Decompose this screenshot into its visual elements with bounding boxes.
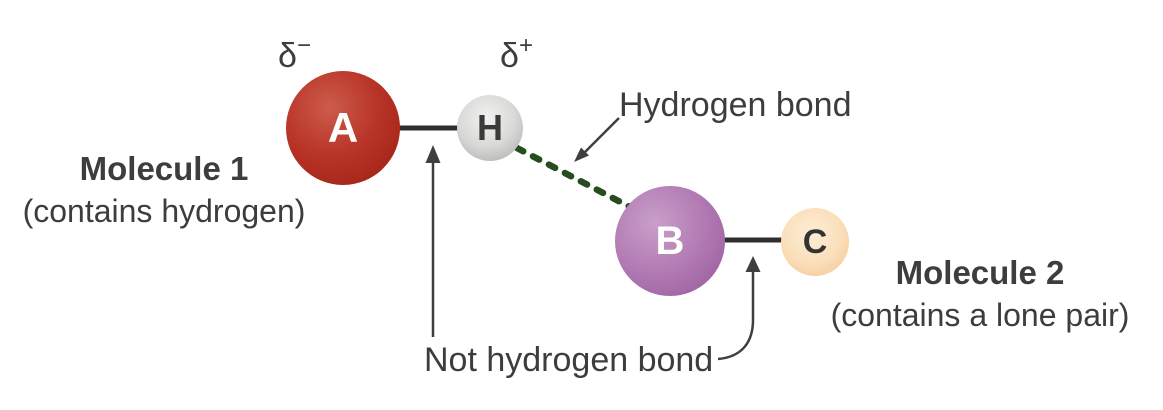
minus-superscript: − [296,32,311,59]
atom-a-circle: A [286,71,400,185]
hydrogen-bond-label: Hydrogen bond [619,86,852,124]
delta-plus-symbol: δ+ [500,32,533,76]
plus-superscript: + [518,32,533,59]
molecule1-caption: Molecule 1 (contains hydrogen) [8,148,320,232]
atom-c-circle: C [781,208,849,276]
molecule2-subtitle: (contains a lone pair) [830,297,1130,333]
a-h-bond-pointer-arrow [425,145,441,337]
delta-minus-symbol: δ− [278,32,311,76]
b-c-bond-pointer-arrow [717,256,761,361]
molecule2-caption: Molecule 2 (contains a lone pair) [820,252,1140,336]
hydrogen-bond-dashed-line [513,144,636,212]
hydrogen-bond-pointer-arrow [574,117,620,162]
atom-h-circle: H [457,95,523,161]
atom-b-label: B [655,218,685,263]
delta-glyph: δ [278,37,297,75]
not-hydrogen-bond-label: Not hydrogen bond [424,341,714,379]
molecule1-subtitle: (contains hydrogen) [22,193,306,229]
molecule2-title: Molecule 2 [895,254,1065,291]
molecule1-title: Molecule 1 [79,150,249,187]
atom-b-circle: B [615,186,725,296]
delta-glyph: δ [500,37,519,75]
atom-c-label: C [802,222,828,261]
atom-h-label: H [477,107,503,148]
atom-a-label: A [327,104,359,151]
